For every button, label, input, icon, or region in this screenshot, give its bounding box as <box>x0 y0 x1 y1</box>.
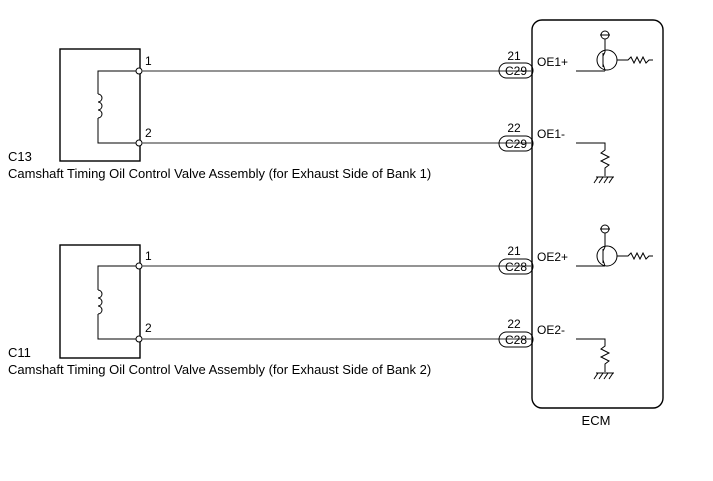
connector-c29-top: C29 <box>498 62 534 79</box>
ecm-label: ECM <box>582 413 611 428</box>
terminal-c11-pin1 <box>135 262 143 270</box>
component-c13-box <box>59 48 141 162</box>
ecm-box <box>531 19 664 409</box>
signal-oe1-plus: OE1+ <box>537 55 568 69</box>
resistor-icon <box>576 142 611 176</box>
connector-c29-top-label: C29 <box>505 64 527 78</box>
signal-oe2-plus: OE2+ <box>537 250 568 264</box>
connector-c28-bottom: C28 <box>498 331 534 348</box>
ecm-pin-22-bank2: 22 <box>507 317 521 331</box>
c11-code: C11 <box>8 345 31 360</box>
signal-oe2-minus: OE2- <box>537 323 565 337</box>
c13-pin-bottom: 2 <box>145 126 152 140</box>
signal-oe1-minus: OE1- <box>537 127 565 141</box>
ground-icon <box>593 176 614 184</box>
connector-c28-top: C28 <box>498 258 534 275</box>
terminal-c13-pin1 <box>135 67 143 75</box>
terminal-c13-pin2 <box>135 139 143 147</box>
ecm-pin-22-bank1: 22 <box>507 121 521 135</box>
transistor-icon <box>596 30 653 71</box>
ecm-pin-21-bank1: 21 <box>507 49 521 63</box>
coil-icon <box>97 265 139 340</box>
ground-icon <box>593 372 614 380</box>
connector-c28-top-label: C28 <box>505 260 527 274</box>
coil-icon <box>97 70 139 144</box>
connector-c29-bottom-label: C29 <box>505 137 527 151</box>
component-c13: 1 2 C13 Camshaft Timing Oil Control Valv… <box>8 48 431 181</box>
component-c11: 1 2 C11 Camshaft Timing Oil Control Valv… <box>8 244 431 377</box>
c11-pin-top: 1 <box>145 249 152 263</box>
c13-name: Camshaft Timing Oil Control Valve Assemb… <box>8 166 431 181</box>
connector-c28-bottom-label: C28 <box>505 333 527 347</box>
component-c11-box <box>59 244 141 359</box>
ecm-pin-21-bank2: 21 <box>507 244 521 258</box>
c11-pin-bottom: 2 <box>145 321 152 335</box>
c13-pin-top: 1 <box>145 54 152 68</box>
c13-code: C13 <box>8 149 32 164</box>
connector-c29-bottom: C29 <box>498 135 534 152</box>
resistor-icon <box>576 338 611 372</box>
terminal-c11-pin2 <box>135 335 143 343</box>
transistor-icon <box>596 224 653 267</box>
c11-name: Camshaft Timing Oil Control Valve Assemb… <box>8 362 431 377</box>
